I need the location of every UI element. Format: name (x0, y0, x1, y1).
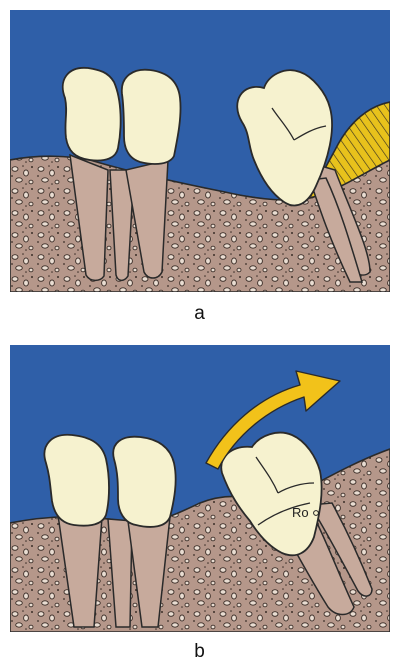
ro-label: Ro (292, 505, 309, 520)
crown-2b (113, 437, 175, 527)
panel-a (10, 10, 390, 292)
crown-2a (122, 70, 181, 164)
panel-b: Ro (10, 345, 390, 632)
panel-a-caption: a (0, 304, 399, 323)
panel-b-illustration: Ro (10, 345, 390, 632)
crown-1a (63, 68, 121, 161)
panel-a-illustration (10, 10, 390, 292)
panel-b-caption: b (0, 642, 399, 661)
